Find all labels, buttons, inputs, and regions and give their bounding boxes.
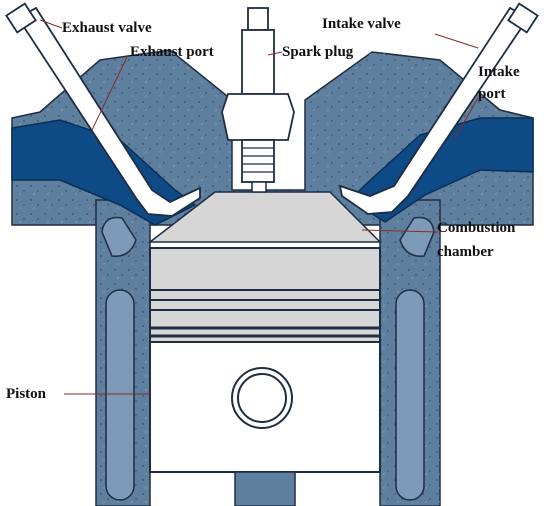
leader-spark-plug — [267, 51, 283, 56]
combustion-chamber — [147, 191, 382, 243]
leader-exhaust-valve — [39, 19, 63, 29]
coolant-passage-right — [395, 289, 425, 501]
exhaust-valve — [5, 2, 201, 217]
leader-intake-port — [454, 97, 479, 139]
label-combustion-line2: chamber — [437, 244, 494, 260]
label-intake-port-line1: Intake — [478, 64, 520, 80]
label-spark-plug: Spark plug — [282, 44, 354, 60]
label-intake-port-line2: port — [478, 86, 506, 102]
leader-intake-valve — [434, 33, 479, 49]
coolant-passage-left — [105, 289, 135, 501]
intake-valve — [338, 2, 539, 215]
label-exhaust-valve: Exhaust valve — [62, 20, 152, 36]
wrist-pin-inner — [237, 373, 287, 423]
leader-combustion-chamber — [361, 229, 439, 233]
connecting-rod — [234, 471, 296, 506]
coolant-pocket-left — [101, 216, 137, 257]
label-combustion-line1: Combustion — [437, 220, 516, 236]
leader-exhaust-port — [91, 54, 129, 131]
label-intake-valve: Intake valve — [322, 16, 401, 32]
label-exhaust-port: Exhaust port — [130, 44, 214, 60]
label-piston: Piston — [6, 386, 47, 402]
spark-plug — [221, 7, 295, 193]
